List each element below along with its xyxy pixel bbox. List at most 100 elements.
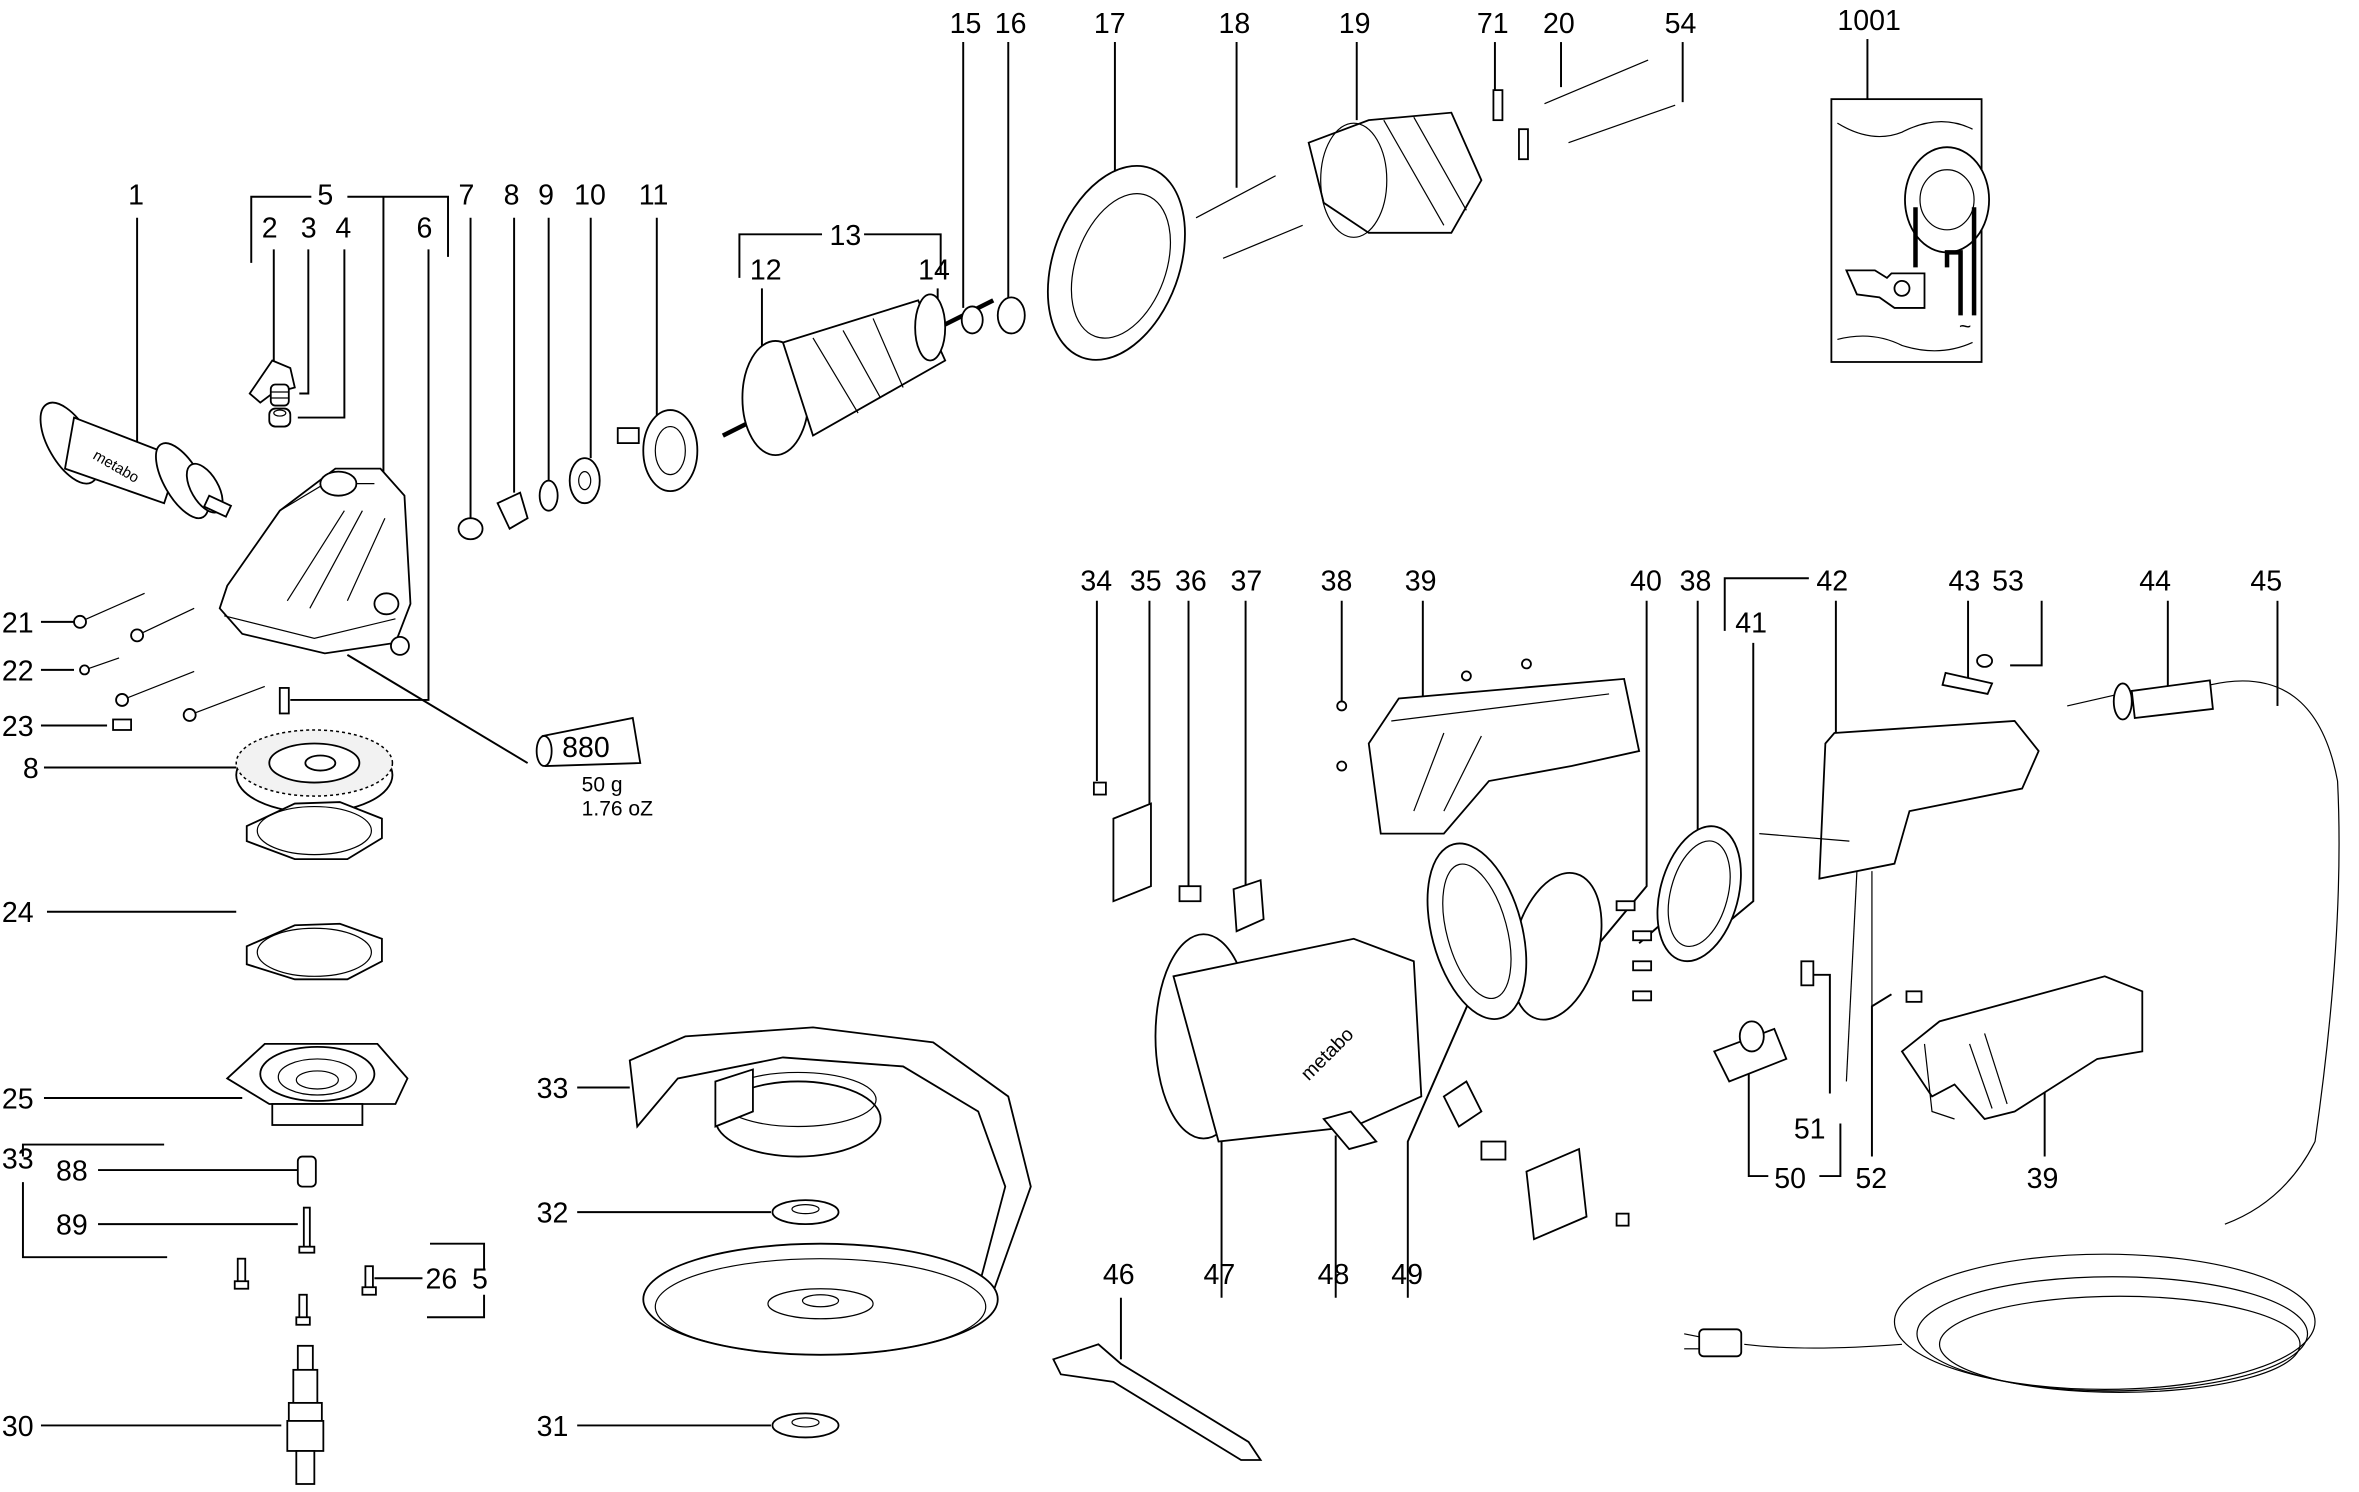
label-5-bracket: 5 [472,1264,488,1296]
label-39: 39 [1405,565,1437,597]
label-1001: 1001 [1837,5,1900,37]
parts-7-11 [457,409,699,541]
grinding-disc [642,1242,999,1356]
label-5: 5 [317,179,333,211]
label-52: 52 [1855,1163,1887,1195]
part-19-field-coil [1307,111,1483,238]
label-33-bracket: 33 [2,1144,34,1176]
label-46: 46 [1103,1259,1135,1291]
label-38-b: 38 [1680,565,1712,597]
part-32-clamp-nut [771,1199,840,1226]
label-20: 20 [1543,8,1575,40]
label-4: 4 [335,212,351,244]
label-24: 24 [2,897,34,929]
parts-50-51-52 [1712,960,1923,1083]
part-5-gear-housing [218,467,412,656]
label-26: 26 [425,1264,457,1296]
ac-symbol: ~ [1959,315,1971,338]
label-53: 53 [1992,565,2024,597]
label-8-gear: 8 [23,753,39,785]
label-45: 45 [2250,565,2282,597]
label-14: 14 [918,254,950,286]
label-37: 37 [1231,565,1263,597]
label-32: 32 [537,1198,569,1230]
label-40: 40 [1630,565,1662,597]
parts-43-53 [1941,653,1994,695]
label-31: 31 [537,1411,569,1443]
wiring-inset-1001: ~ [1830,98,1990,363]
label-34: 34 [1080,565,1112,597]
part-39-housing-half [1336,658,1641,835]
label-9: 9 [538,179,554,211]
label-33: 33 [537,1073,569,1105]
label-47: 47 [1204,1259,1236,1291]
label-25: 25 [2,1083,34,1115]
parts-34-37-brushes [1092,781,1265,933]
part-6-pin [278,687,290,715]
label-1: 1 [128,179,144,211]
label-89: 89 [56,1210,88,1242]
parts-15-16 [960,296,1026,335]
part-2-lock-button [248,359,296,404]
grease-tube-880: 880 50 g 1.76 oZ [535,716,653,821]
label-10: 10 [574,179,606,211]
screws-21-22-23 [73,592,265,731]
label-38: 38 [1321,565,1353,597]
part-40-41-rings [1510,825,1742,1021]
label-50: 50 [1774,1163,1806,1195]
label-88: 88 [56,1156,88,1188]
label-7: 7 [459,179,475,211]
part-17-fan-baffle [1046,164,1186,361]
label-42: 42 [1816,565,1848,597]
part-46-spanner [1052,1343,1263,1461]
grease-code: 880 [562,732,610,764]
part-12-armature [721,293,995,457]
part-31-flange-nut [771,1412,840,1439]
part-48-label [1322,1110,1378,1151]
label-12: 12 [750,254,782,286]
label-43: 43 [1949,565,1981,597]
label-54: 54 [1665,8,1697,40]
label-15: 15 [950,8,982,40]
label-39-b: 39 [2027,1163,2059,1195]
label-41: 41 [1735,607,1767,639]
part-8-bevel-gear [235,729,394,814]
brush-cover-lower [1442,1080,1630,1241]
part-33-wheel-guard [628,1026,1032,1293]
label-16: 16 [995,8,1027,40]
label-18: 18 [1219,8,1251,40]
label-17: 17 [1094,8,1126,40]
label-30: 30 [2,1411,34,1443]
label-51: 51 [1794,1114,1826,1146]
part-44-45-power-cord [1684,679,2340,1393]
label-36: 36 [1175,565,1207,597]
part-25-flange [225,1043,409,1126]
part-88-89-26 [233,1155,377,1326]
part-4-bushing [268,407,292,428]
label-11: 11 [639,179,669,211]
part-39-rear-handle [1900,975,2144,1121]
part-18-screws [1195,175,1303,259]
part-1-side-handle: metabo [39,401,233,520]
label-6: 6 [416,212,432,244]
label-44: 44 [2139,565,2171,597]
label-71: 71 [1477,8,1509,40]
label-2: 2 [262,212,278,244]
grease-weight-imperial: 1.76 oZ [582,798,653,821]
label-48: 48 [1318,1259,1350,1291]
part-3-spring [269,383,290,407]
part-49-stator-ring [1426,842,1528,1020]
label-13: 13 [830,220,862,252]
grease-weight-metric: 50 g [582,774,623,797]
label-8: 8 [504,179,520,211]
label-19: 19 [1339,8,1371,40]
label-3: 3 [301,212,317,244]
label-35: 35 [1130,565,1162,597]
part-30-spindle [286,1344,325,1485]
part-24-gaskets [245,801,383,981]
part-47-motor-housing: metabo [1154,933,1423,1143]
label-21: 21 [2,607,34,639]
label-22: 22 [2,655,34,687]
